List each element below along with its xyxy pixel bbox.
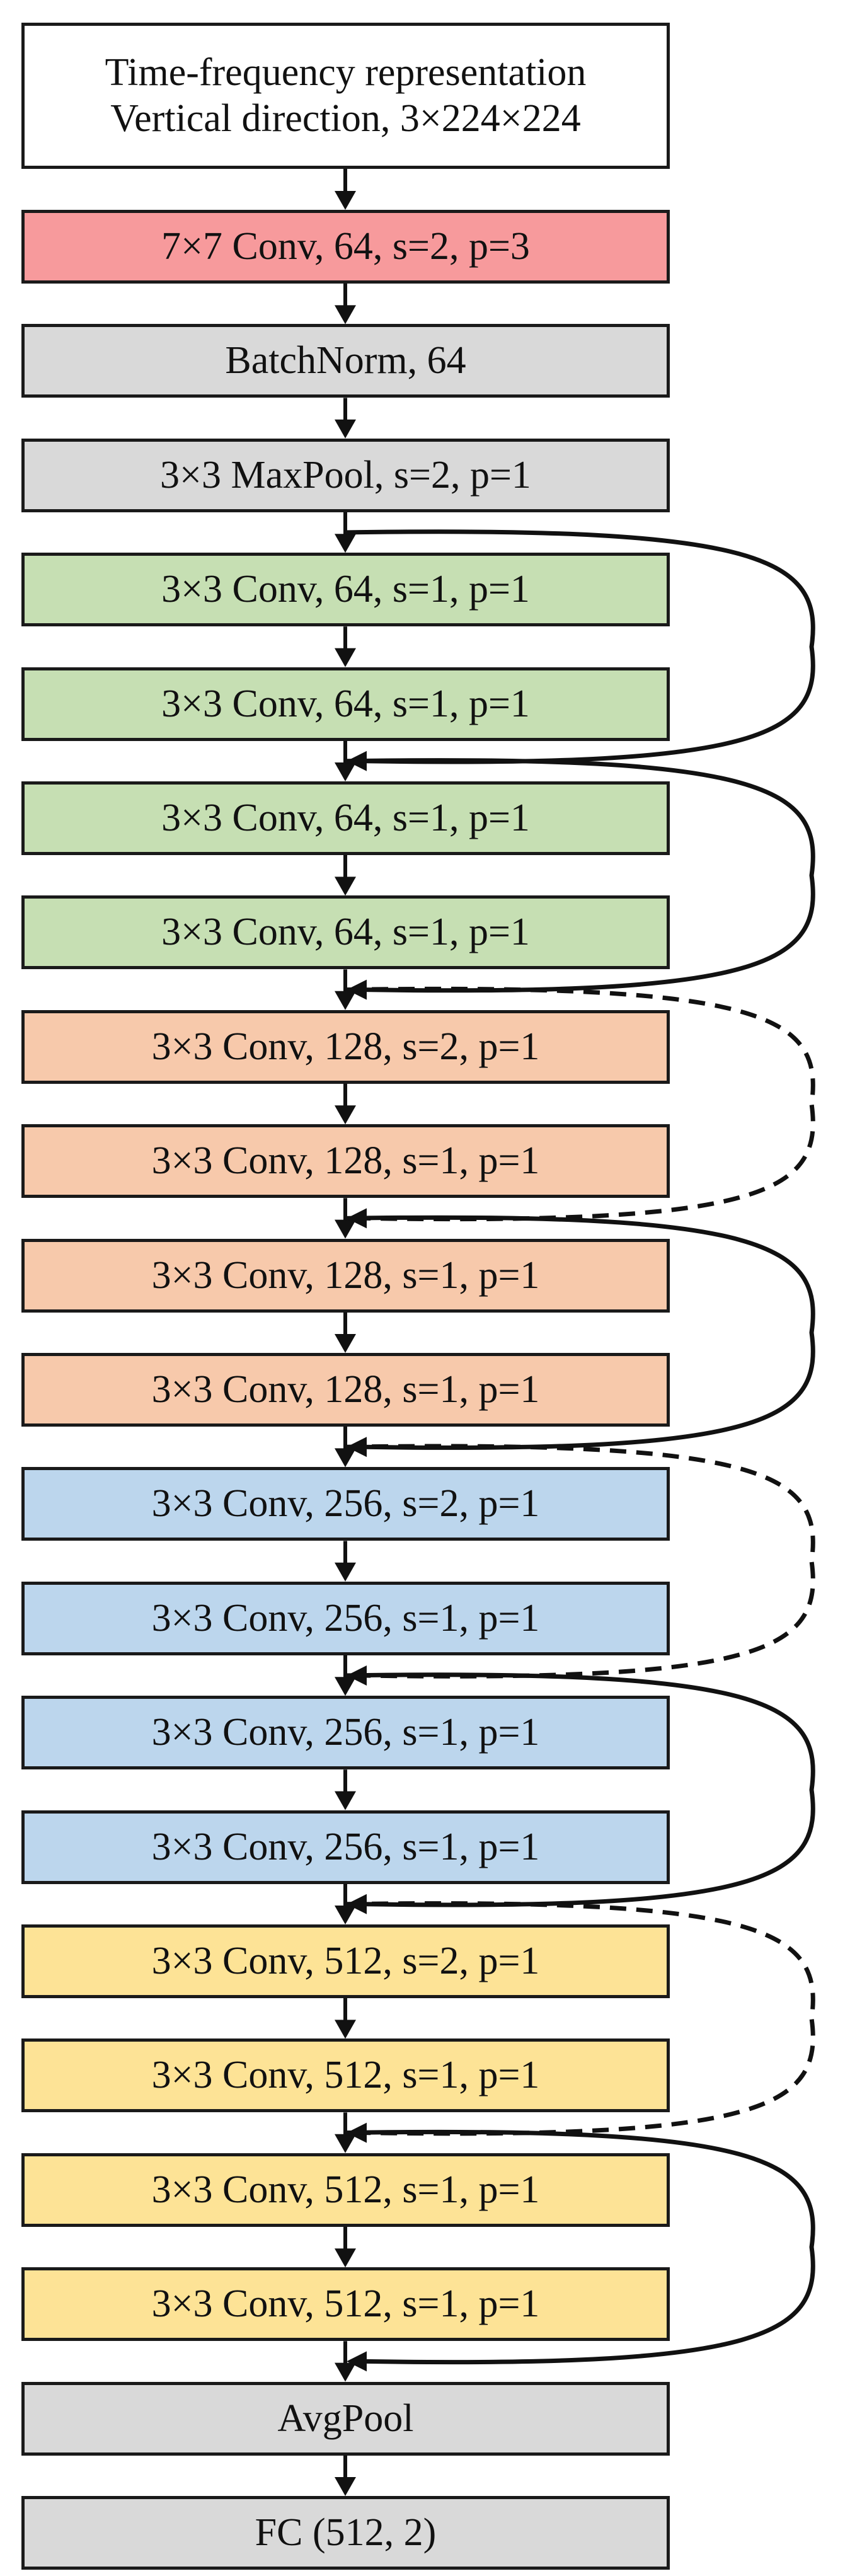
skip-connection-solid — [345, 758, 815, 993]
layer-box: 7×7 Conv, 64, s=2, p=3 — [21, 210, 670, 284]
layer-box: 3×3 Conv, 512, s=1, p=1 — [21, 2153, 670, 2227]
layer-box: 3×3 Conv, 256, s=1, p=1 — [21, 1581, 670, 1655]
layer-label: 3×3 Conv, 512, s=1, p=1 — [151, 2282, 540, 2326]
layer-label: 3×3 Conv, 512, s=1, p=1 — [151, 2168, 540, 2211]
layer-box: 3×3 Conv, 128, s=2, p=1 — [21, 1009, 670, 1084]
skip-connection-dashed — [345, 1444, 815, 1679]
flow-arrow-head — [335, 1677, 356, 1696]
flow-arrow-head — [335, 534, 356, 553]
flow-arrow-head — [335, 1105, 356, 1125]
layer-label: 3×3 Conv, 128, s=2, p=1 — [151, 1025, 540, 1068]
skip-connection-solid — [345, 1215, 815, 1450]
skip-connection-solid — [345, 1672, 815, 1907]
layer-label: FC (512, 2) — [255, 2511, 437, 2554]
layer-label: 3×3 Conv, 128, s=1, p=1 — [151, 1253, 540, 1297]
flow-arrow-head — [335, 2362, 356, 2382]
layer-label: 3×3 Conv, 256, s=1, p=1 — [151, 1596, 540, 1640]
input-dimensions: Vertical direction, 3×224×224 — [110, 97, 581, 140]
layer-box: FC (512, 2) — [21, 2496, 670, 2570]
flow-arrow-head — [335, 419, 356, 439]
layer-box: 3×3 Conv, 64, s=1, p=1 — [21, 781, 670, 855]
flow-arrow-head — [335, 1334, 356, 1353]
layer-label: 3×3 Conv, 64, s=1, p=1 — [161, 796, 530, 839]
layer-box: 3×3 Conv, 256, s=2, p=1 — [21, 1467, 670, 1541]
layer-label: 3×3 Conv, 512, s=1, p=1 — [151, 2054, 540, 2097]
input-block: Time-frequency representation Vertical d… — [21, 23, 670, 169]
flow-arrow-head — [335, 648, 356, 667]
flow-arrow-head — [335, 2248, 356, 2268]
skip-connection-arrow-head — [347, 2351, 367, 2372]
layer-label: 3×3 Conv, 128, s=1, p=1 — [151, 1139, 540, 1183]
flow-arrow-head — [335, 2020, 356, 2039]
flow-arrow-head — [335, 1906, 356, 1924]
flow-arrow-head — [335, 877, 356, 896]
flow-arrow-head — [335, 1219, 356, 1239]
layer-label: 7×7 Conv, 64, s=2, p=3 — [161, 225, 530, 268]
flow-arrow-head — [335, 1791, 356, 1810]
flow-arrow-head — [335, 305, 356, 325]
layer-box: 3×3 Conv, 128, s=1, p=1 — [21, 1124, 670, 1199]
layer-box: 3×3 Conv, 64, s=1, p=1 — [21, 895, 670, 970]
layer-box: 3×3 Conv, 128, s=1, p=1 — [21, 1238, 670, 1313]
skip-connection-dashed — [345, 986, 815, 1222]
flow-arrow-head — [335, 2477, 356, 2496]
skip-connection-solid — [345, 529, 815, 764]
flow-arrow-head — [335, 2134, 356, 2153]
layer-label: 3×3 Conv, 256, s=2, p=1 — [151, 1482, 540, 1526]
flow-arrow-head — [335, 991, 356, 1010]
skip-connection-solid — [345, 2129, 815, 2365]
layer-label: 3×3 Conv, 64, s=1, p=1 — [161, 682, 530, 725]
skip-connection-dashed — [345, 1901, 815, 2136]
layer-label: 3×3 Conv, 64, s=1, p=1 — [161, 568, 530, 611]
layer-box: 3×3 Conv, 256, s=1, p=1 — [21, 1696, 670, 1770]
layer-box: 3×3 Conv, 64, s=1, p=1 — [21, 553, 670, 627]
layer-label: 3×3 Conv, 256, s=1, p=1 — [151, 1825, 540, 1868]
layer-box: 3×3 Conv, 128, s=1, p=1 — [21, 1353, 670, 1427]
layer-label: BatchNorm, 64 — [225, 339, 466, 382]
layer-box: 3×3 Conv, 512, s=1, p=1 — [21, 2038, 670, 2113]
flow-arrow-head — [335, 762, 356, 781]
flow-arrow-head — [335, 1562, 356, 1582]
layer-label: 3×3 Conv, 128, s=1, p=1 — [151, 1368, 540, 1411]
layer-box: 3×3 Conv, 512, s=1, p=1 — [21, 2267, 670, 2342]
layer-label: AvgPool — [277, 2396, 414, 2440]
layer-box: 3×3 MaxPool, s=2, p=1 — [21, 438, 670, 512]
layer-label: 3×3 MaxPool, s=2, p=1 — [160, 453, 531, 497]
layer-label: 3×3 Conv, 256, s=1, p=1 — [151, 1711, 540, 1754]
layer-label: 3×3 Conv, 512, s=2, p=1 — [151, 1940, 540, 1982]
flow-arrow-head — [335, 1448, 356, 1468]
input-title: Time-frequency representation — [105, 50, 587, 94]
layer-box: AvgPool — [21, 2381, 670, 2456]
layer-box: 3×3 Conv, 512, s=2, p=1 — [21, 1924, 670, 1998]
layer-box: 3×3 Conv, 64, s=1, p=1 — [21, 667, 670, 741]
layer-box: BatchNorm, 64 — [21, 324, 670, 398]
layer-label: 3×3 Conv, 64, s=1, p=1 — [161, 911, 530, 954]
layer-box: 3×3 Conv, 256, s=1, p=1 — [21, 1810, 670, 1884]
flow-arrow-head — [335, 191, 356, 210]
